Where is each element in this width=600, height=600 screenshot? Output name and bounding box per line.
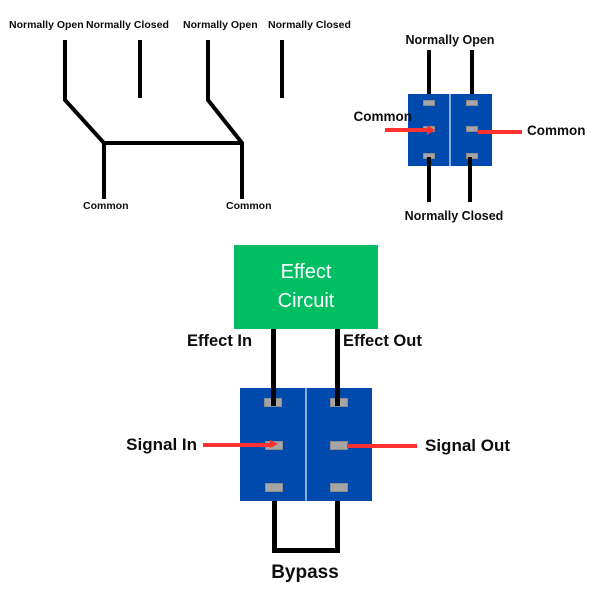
signal-in-arrowhead-icon [270,440,278,448]
pole2-common-label: Common [226,200,272,212]
schematic-section: Normally Open Normally Closed Normally O… [0,0,360,230]
switch-lug-nc-right [466,153,478,159]
bypass-jumper-wire [272,500,340,553]
lug-signal-out [330,441,348,450]
common-left-pointer-line [385,128,428,132]
lug-bypass-left [265,483,283,492]
lugmap-normally-closed-label: Normally Closed [404,209,504,223]
signal-out-label: Signal Out [425,436,510,455]
pole1-normally-closed-label: Normally Closed [86,19,169,31]
effect-out-wire [335,329,340,406]
switch-pole-divider [449,94,451,166]
pole1-normally-open-label: Normally Open [9,19,84,31]
no-wire-right [470,50,474,104]
pole1-lever-line [63,40,106,199]
no-wire-left [427,50,431,104]
pole2-normally-open-label: Normally Open [183,19,258,31]
nc-wire-right [468,157,472,202]
effect-in-wire [271,329,276,406]
common-right-label: Common [527,123,586,138]
pole1-common-label: Common [83,200,129,212]
nc-wire-left [427,157,431,202]
pole2-normally-closed-label: Normally Closed [268,19,351,31]
signal-in-label: Signal In [126,435,197,454]
effect-circuit-label: Effect Circuit [277,261,335,312]
effect-circuit-box: Effect Circuit [234,245,378,329]
effect-out-label: Effect Out [343,332,422,350]
common-right-pointer-line [478,130,522,134]
switch-lug-common-right [466,126,478,132]
effect-in-label: Effect In [187,332,253,350]
common-left-label: Common [353,109,413,124]
switch-pole-divider-large [305,388,307,501]
bypass-label: Bypass [271,562,339,583]
signal-out-pointer-line [347,444,417,448]
lug-bypass-right [330,483,348,492]
lugmap-normally-open-label: Normally Open [405,33,495,47]
switch-lug-no-right [466,100,478,106]
lug-map-section: Normally Open Common Common Normally Clo… [330,20,600,240]
bypass-wiring-section: Effect Circuit Effect In Effect Out Sign… [0,240,600,600]
signal-in-pointer-line [203,443,273,447]
switch-lug-no-left [423,100,435,106]
common-left-arrowhead-icon [427,125,435,135]
pole2-lever-line [206,40,244,199]
schematic-lines [63,40,284,199]
